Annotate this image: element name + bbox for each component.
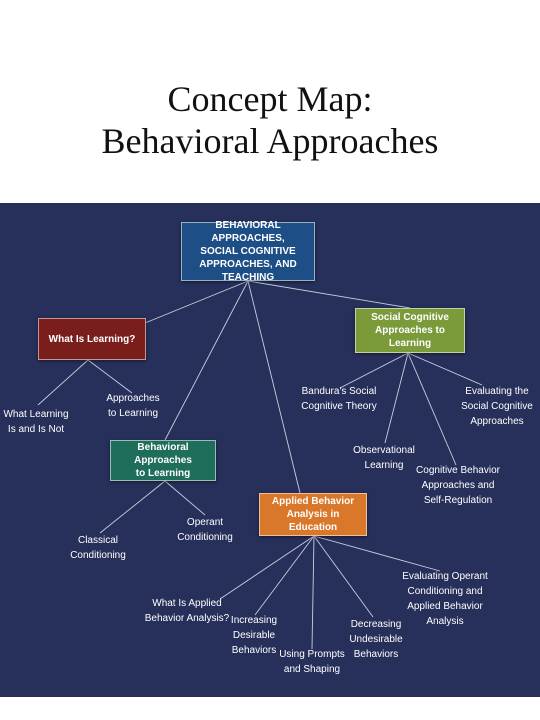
box-root-line-2: SOCIAL COGNITIVE — [200, 246, 296, 257]
connector-social-cognitive — [407, 352, 457, 466]
box-what-is-learning-line-1: What Is Learning? — [48, 333, 136, 345]
concept-map-panel: BEHAVIORAL APPROACHES, SOCIAL COGNITIVE … — [0, 203, 540, 697]
connector-root-behavioral — [164, 280, 249, 441]
leaf-operant-conditioning: Operant Conditioning — [177, 517, 233, 543]
connector-applied-decreasing — [313, 535, 374, 618]
leaf-cognitive-behavior-approaches: Cognitive Behavior Approaches and Self-R… — [416, 465, 500, 506]
leaf-increasing-desirable-behaviors: Increasing Desirable Behaviors — [230, 615, 278, 656]
concept-map-connectors — [37, 280, 483, 650]
connector-root-social — [247, 280, 411, 309]
leaf-observational-learning: Observational Learning — [353, 445, 415, 471]
box-root-line-1: BEHAVIORAL APPROACHES, — [211, 220, 285, 244]
connector-root-applied — [247, 280, 301, 494]
connector-social-evaluating — [407, 352, 483, 386]
slide-title: Concept Map: Behavioral Approaches — [0, 78, 540, 162]
leaf-classical-conditioning: Classical Conditioning — [70, 535, 126, 561]
box-root: BEHAVIORAL APPROACHES, SOCIAL COGNITIVE … — [181, 220, 315, 283]
connector-social-bandura — [339, 352, 409, 389]
box-social-cognitive: Social Cognitive Approaches to Learning — [355, 308, 465, 353]
box-social-cognitive-line-1: Social Cognitive — [371, 312, 449, 323]
connector-behavioral-operant — [164, 480, 206, 516]
connector-social-observational — [384, 352, 409, 444]
box-behavioral-approaches-line-1: Behavioral Approaches — [134, 442, 192, 466]
box-root-line-3: APPROACHES, AND TEACHING — [199, 259, 297, 283]
leaf-what-learning-is: What Learning Is and Is Not — [3, 409, 69, 435]
box-what-is-learning: What Is Learning? — [38, 318, 146, 360]
box-behavioral-approaches-line-2: to Learning — [135, 468, 191, 479]
leaf-evaluating-social-cognitive: Evaluating the Social Cognitive Approach… — [461, 386, 533, 427]
connector-applied-prompts — [311, 535, 315, 650]
leaf-what-is-applied-behavior-analysis: What Is Applied Behavior Analysis? — [144, 598, 230, 624]
leaf-evaluating-operant-conditioning: Evaluating Operant Conditioning and Appl… — [402, 571, 488, 627]
box-applied-behavior: Applied Behavior Analysis in Education — [259, 493, 367, 536]
leaf-decreasing-undesirable-behaviors: Decreasing Undesirable Behaviors — [349, 619, 403, 660]
box-applied-behavior-line-1: Applied Behavior — [271, 496, 355, 507]
connector-behavioral-classical — [99, 480, 166, 534]
leaf-bandura-social-cognitive-theory: Bandura's Social Cognitive Theory — [301, 386, 377, 412]
connector-learning-what — [37, 359, 89, 406]
connector-applied-what — [219, 535, 315, 600]
connector-root-learning — [144, 280, 249, 324]
box-behavioral-approaches: Behavioral Approaches to Learning — [110, 440, 216, 481]
connector-applied-evaluating — [313, 535, 441, 572]
connector-applied-increasing — [254, 535, 315, 616]
slide-title-line-2: Behavioral Approaches — [101, 121, 439, 161]
box-applied-behavior-line-2: Analysis in Education — [286, 509, 340, 533]
leaf-using-prompts-and-shaping: Using Prompts and Shaping — [279, 649, 345, 675]
leaf-approaches-to-learning: Approaches to Learning — [106, 393, 160, 419]
box-social-cognitive-line-2: Approaches to Learning — [374, 325, 445, 349]
slide-title-line-1: Concept Map: — [167, 79, 373, 119]
connector-learning-approaches — [87, 359, 133, 394]
